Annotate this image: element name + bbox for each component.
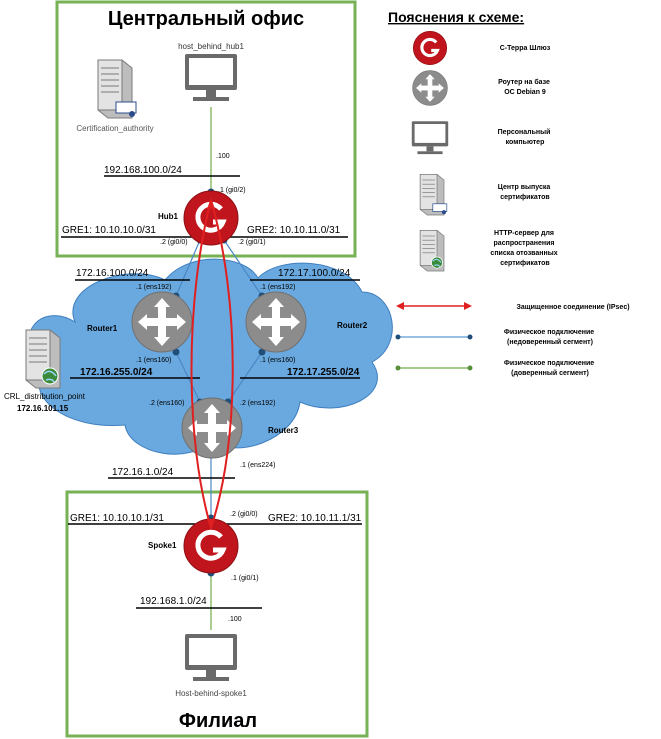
port-hub-gi01: .2 (gi0/1) — [238, 239, 266, 246]
port-hub-gi02: .1 (gi0/2) — [218, 187, 246, 194]
router2-label: Router2 — [337, 321, 368, 330]
legend-router-text: Роутер на базе ОС Debian 9 — [498, 78, 552, 96]
link-router2-router3 — [227, 351, 263, 403]
legend-http-text: HTTP-сервер для распространения списка о… — [490, 230, 559, 267]
port-r2-ens160: .1 (ens160) — [260, 357, 295, 364]
net-r3-spoke-label: 172.16.1.0/24 — [112, 467, 174, 478]
gre2-spoke-label: GRE2: 10.10.11.1/31 — [268, 513, 362, 524]
legend-gateway-icon — [411, 29, 449, 67]
legend-trusted-dot-right — [467, 365, 473, 371]
legend-ca-text: Центр выпуска сертификатов — [498, 184, 552, 201]
legend-title: Пояснения к схеме: — [388, 9, 524, 25]
ipsec-arrow-bottom — [207, 519, 215, 530]
net-r2-r3-label: 172.17.255.0/24 — [287, 367, 360, 378]
spoke-label: Spoke1 — [148, 541, 177, 550]
port-dot-r2-ens160 — [258, 348, 266, 356]
link-router1-router3 — [175, 351, 201, 403]
legend-ipsec-text: Защищенное соединение (IPsec) — [516, 304, 629, 311]
central-office-frame — [55, 0, 357, 258]
port-r3-ens224: .1 (ens224) — [240, 462, 275, 469]
crl-server-icon[interactable] — [25, 329, 61, 389]
gre1-spoke-label: GRE1: 10.10.10.1/31 — [70, 513, 164, 524]
ipsec-tunnel-2 — [210, 199, 234, 529]
hub-lan-label: 192.168.100.0/24 — [104, 165, 182, 176]
legend-untrusted-dot-right — [467, 334, 473, 340]
link-hub-router2 — [223, 239, 263, 297]
port-r1-ens192: .1 (ens192) — [136, 284, 171, 291]
link-hub-router1 — [175, 239, 201, 297]
certification-authority-icon[interactable] — [97, 59, 137, 119]
router3-label: Router3 — [268, 426, 299, 435]
host-spoke-label: Host-behind-spoke1 — [175, 689, 247, 698]
legend-http-server-icon — [419, 230, 445, 272]
port-host-spoke: .100 — [228, 616, 242, 623]
crl-ip-label: 172.16.101.15 — [17, 404, 69, 413]
port-r2-ens192: .1 (ens192) — [260, 284, 295, 291]
port-host-hub: .100 — [216, 153, 230, 160]
port-hub-gi00: .2 (gi0/0) — [160, 239, 188, 246]
legend-ipsec-arrow-right — [464, 302, 472, 310]
router1-label: Router1 — [87, 324, 118, 333]
crl-label: CRL_distribution_point — [4, 392, 86, 401]
port-spoke-gi01: .1 (gi0/1) — [231, 575, 259, 582]
router1-icon[interactable] — [131, 291, 193, 353]
legend-router-icon — [412, 70, 448, 106]
net-r1-r3-label: 172.16.255.0/24 — [80, 367, 153, 378]
legend-pc-text: Персональный компьютер — [498, 128, 553, 146]
net-r2-label: 172.17.100.0/24 — [278, 268, 351, 279]
legend-pc-icon — [411, 121, 449, 155]
host-hub-label: host_behind_hub1 — [178, 42, 244, 51]
legend-trusted-text: Физическое подключение (доверенный сегме… — [504, 360, 596, 377]
port-r1-ens160: .1 (ens160) — [136, 357, 171, 364]
spoke-lan-label: 192.168.1.0/24 — [140, 596, 207, 607]
host-spoke-pc-icon[interactable] — [185, 634, 237, 681]
hub-label: Hub1 — [158, 212, 179, 221]
port-spoke-gi00: .2 (gi0/0) — [230, 511, 258, 518]
branch-office-title: Филиал — [179, 710, 257, 732]
gre1-hub-label: GRE1: 10.10.10.0/31 — [62, 225, 156, 236]
legend-trusted-dot-left — [395, 365, 401, 371]
central-office-title: Центральный офис — [108, 8, 304, 30]
host-hub-pc-icon[interactable] — [185, 54, 237, 101]
legend-ca-server-icon — [419, 174, 448, 216]
port-r3-ens192: .2 (ens192) — [240, 400, 275, 407]
ipsec-arrow-top — [207, 198, 215, 209]
port-dot-r1-ens160 — [172, 348, 180, 356]
ipsec-tunnel-1 — [190, 199, 212, 529]
legend-untrusted-dot-left — [395, 334, 401, 340]
branch-office-frame — [65, 490, 369, 738]
port-r3-ens160: .2 (ens160) — [149, 400, 184, 407]
legend-untrusted-text: Физическое подключение (недоверенный сег… — [504, 329, 596, 346]
ca-label: Certification_authority — [76, 124, 153, 133]
legend-ipsec-arrow-left — [396, 302, 404, 310]
legend-gateway-text: С-Терра Шлюз — [500, 45, 551, 52]
router3-icon[interactable] — [181, 397, 243, 459]
router2-icon[interactable] — [245, 291, 307, 353]
legend: Пояснения к схеме: С-Терра Шлюз Роутер н… — [388, 9, 630, 377]
net-r1-label: 172.16.100.0/24 — [76, 268, 149, 279]
gre2-hub-label: GRE2: 10.10.11.0/31 — [247, 225, 341, 236]
